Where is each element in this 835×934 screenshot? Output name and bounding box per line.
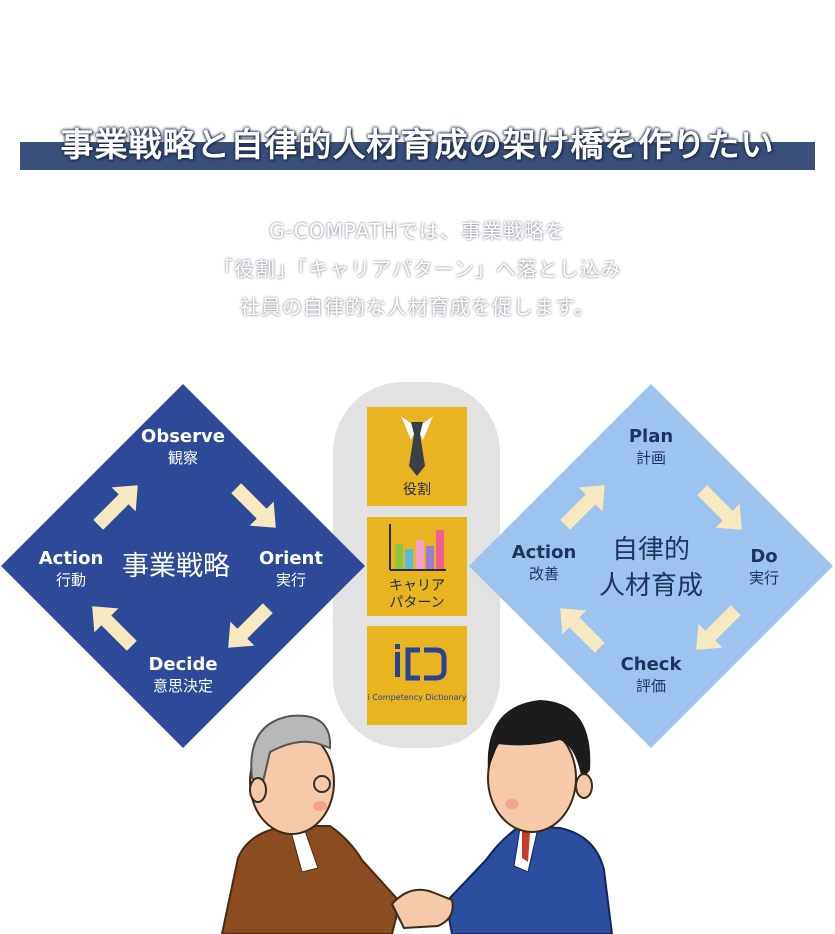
development-center-label: 自律的 人材育成 (580, 532, 722, 604)
lead-line-2: 「役割」「キャリアパターン」へ落とし込み (213, 257, 622, 281)
do-en: Do (750, 546, 778, 567)
handshake-illustration (220, 700, 614, 934)
check-label: Check 評価 (606, 654, 696, 696)
career-chart-icon (389, 524, 446, 571)
lead-text: G-COMPATHでは、事業戦略を 「役割」「キャリアパターン」へ落とし込み 社… (0, 212, 835, 326)
decide-label: Decide 意思決定 (133, 654, 233, 696)
improve-label: Action 改善 (504, 542, 584, 584)
arrow-up-right-icon (93, 485, 138, 530)
do-jp: 実行 (748, 569, 779, 587)
necktie-icon (401, 416, 433, 476)
strategy-diamond (1, 384, 365, 748)
lead-line-3: 社員の自律的な人材育成を促します。 (240, 295, 595, 319)
arrow-up-right-icon (560, 485, 605, 530)
development-diamond (469, 384, 833, 748)
plan-jp: 計画 (635, 449, 666, 467)
check-en: Check (620, 654, 682, 675)
strategy-cycle-arrows (92, 483, 276, 651)
observe-jp: 観察 (167, 449, 198, 467)
do-label: Do 実行 (732, 546, 796, 588)
lead-line-1: G-COMPATHでは、事業戦略を (269, 219, 566, 243)
arrow-down-right-icon (231, 483, 276, 528)
strategy-center-label: 事業戦略 (122, 551, 230, 582)
improve-jp: 改善 (528, 565, 559, 583)
tile-career-line-1: キャリア (389, 578, 445, 594)
arrow-up-left-icon (92, 606, 137, 651)
arrow-down-left-icon (696, 605, 741, 650)
decide-jp: 意思決定 (152, 677, 213, 695)
plan-label: Plan 計画 (606, 426, 696, 468)
observe-en: Observe (141, 426, 225, 447)
tile-role-label: 役割 (403, 482, 431, 498)
development-cycle-arrows (560, 485, 742, 653)
decide-en: Decide (148, 654, 218, 675)
orient-jp: 実行 (275, 571, 306, 589)
page-title: 事業戦略と自律的人材育成の架け橋を作りたい (60, 125, 775, 164)
icd-logo-text: i Competency Dictionary (367, 693, 467, 702)
orient-en: Orient (259, 548, 323, 569)
improve-en: Action (511, 542, 577, 563)
icd-logo-icon (395, 644, 447, 681)
observe-label: Observe 観察 (133, 426, 233, 468)
orient-label: Orient 実行 (248, 548, 334, 590)
arrow-up-left-icon (560, 608, 605, 653)
action-en: Action (38, 548, 104, 569)
action-label: Action 行動 (30, 548, 112, 590)
arrow-down-left-icon (228, 603, 273, 648)
arrow-down-right-icon (697, 485, 742, 530)
tile-career-line-2: パターン (389, 595, 445, 611)
check-jp: 評価 (635, 677, 666, 695)
title-banner (20, 142, 815, 170)
strategy-pointer (338, 540, 365, 592)
development-center-line-2: 人材育成 (598, 571, 703, 601)
plan-en: Plan (628, 426, 674, 447)
action-jp: 行動 (55, 571, 86, 589)
tile-career-label: キャリア パターン (367, 578, 467, 612)
development-center-line-1: 自律的 (611, 535, 690, 565)
